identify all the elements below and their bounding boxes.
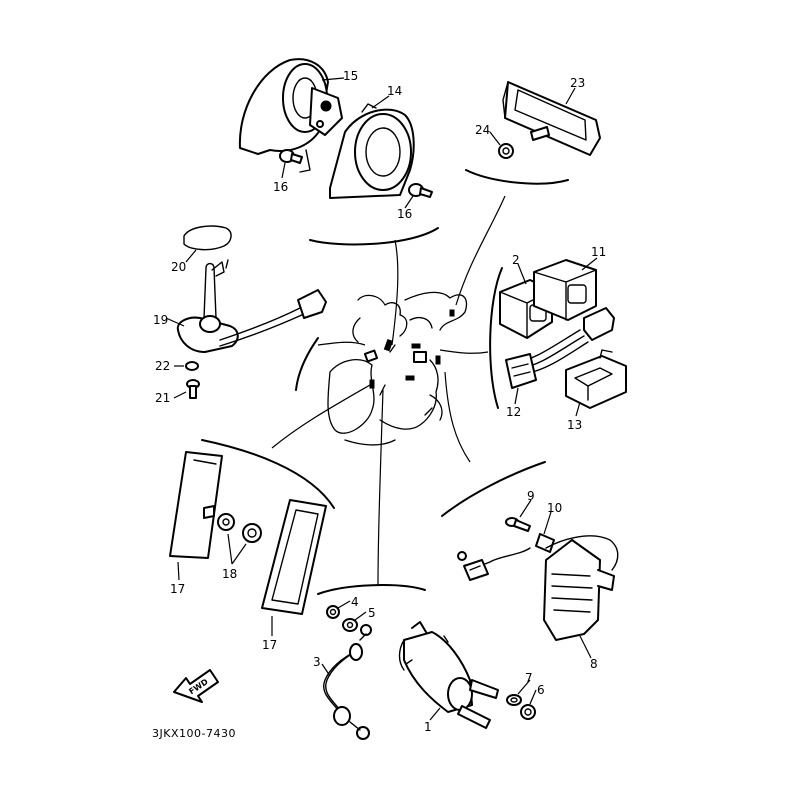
bolt-16-right (408, 183, 433, 198)
coupler-13 (565, 349, 627, 409)
relay-group (439, 257, 627, 417)
washer-5 (342, 618, 358, 632)
callout-4: 4 (351, 595, 359, 609)
callout-labels: 15 14 16 16 23 24 2 11 12 13 20 19 22 21… (153, 69, 606, 734)
horn-right (329, 103, 415, 199)
nut-24 (498, 143, 514, 159)
forward-direction-arrow: FWD (173, 669, 219, 703)
horn-assembly (238, 58, 439, 346)
lead-3 (323, 624, 372, 740)
reflector-17-left (169, 451, 223, 559)
frame-silhouette (327, 291, 468, 446)
callout-5: 5 (368, 606, 376, 620)
callout-7: 7 (525, 671, 533, 685)
screw-21 (186, 379, 200, 399)
callout-16-right: 16 (397, 207, 412, 221)
callout-15: 15 (343, 69, 358, 83)
bolt-16-left (279, 149, 303, 164)
fuel-sender-assembly (165, 225, 366, 399)
callout-22: 22 (155, 359, 170, 373)
sender-unit-19 (176, 259, 327, 353)
callout-9: 9 (527, 489, 535, 503)
flasher-relay (455, 81, 601, 306)
nut-4 (326, 605, 340, 619)
washer-22 (185, 361, 199, 371)
callout-10: 10 (547, 501, 562, 515)
nut-18 (217, 513, 262, 543)
callout-13: 13 (567, 418, 582, 432)
callout-23: 23 (570, 76, 585, 90)
rectifier-8 (543, 539, 615, 641)
callout-17-right: 17 (262, 638, 277, 652)
gasket-20 (183, 225, 232, 251)
callout-8: 8 (590, 657, 598, 671)
coupler-12 (505, 353, 537, 389)
callout-12: 12 (506, 405, 521, 419)
reflector-17-right (261, 499, 327, 615)
callout-14: 14 (387, 84, 402, 98)
horn-left (238, 58, 343, 155)
bolt-9 (505, 517, 531, 532)
callout-19: 19 (153, 313, 168, 327)
callout-21: 21 (155, 391, 170, 405)
callout-1: 1 (424, 720, 432, 734)
callout-6: 6 (537, 683, 545, 697)
diagram-code: 3JKX100-7430 (152, 727, 236, 740)
callout-3: 3 (313, 655, 321, 669)
starter-relay-1 (398, 621, 499, 729)
callout-24: 24 (475, 123, 490, 137)
rectifier-group (441, 371, 619, 659)
callout-16-left: 16 (273, 180, 288, 194)
callout-17-left: 17 (170, 582, 185, 596)
callout-20: 20 (171, 260, 186, 274)
callout-11: 11 (591, 245, 606, 259)
starter-relay-group (317, 389, 537, 740)
relay-11 (533, 259, 597, 321)
mount-markers (363, 309, 455, 389)
callout-2: 2 (512, 253, 520, 267)
washer-7 (506, 694, 522, 706)
clamp-10 (535, 533, 555, 553)
nut-6 (520, 704, 536, 720)
callout-18: 18 (222, 567, 237, 581)
reflector-group (169, 384, 371, 636)
